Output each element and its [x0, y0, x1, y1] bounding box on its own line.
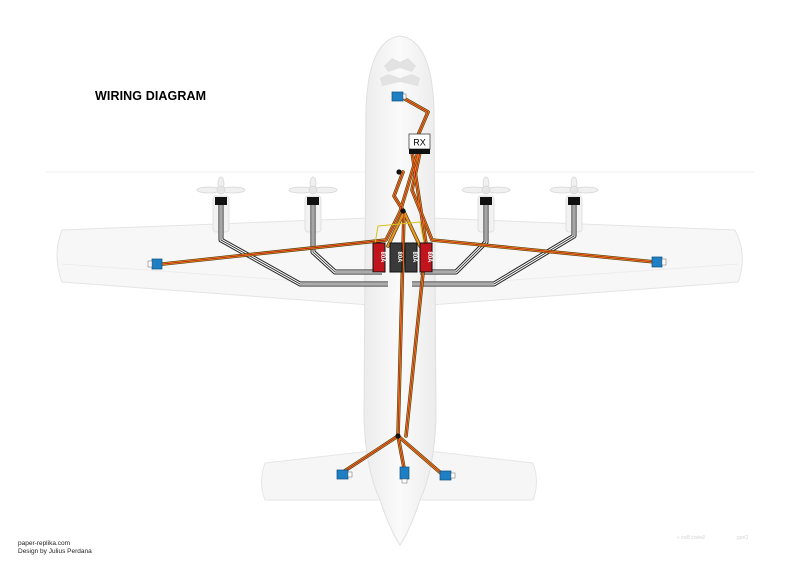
receiver: RX — [408, 133, 431, 154]
page-title: WIRING DIAGRAM — [95, 89, 207, 103]
servo-right-elevator — [439, 470, 456, 481]
esc-body — [404, 242, 418, 273]
propellers — [196, 176, 599, 195]
designer-credit: Design by Julius Perdana — [18, 548, 92, 555]
motor-mounts — [215, 197, 580, 205]
servo-nose — [391, 91, 407, 102]
esc-body — [419, 242, 433, 273]
esc: 80A — [404, 242, 418, 273]
servos — [147, 91, 667, 484]
esc-label: 80A — [411, 251, 417, 263]
cockpit-windows — [380, 58, 420, 86]
faint-label-drag: Drag — [737, 535, 748, 541]
servo-rudder — [399, 466, 410, 484]
servo-left-elevator — [336, 469, 353, 480]
esc: 80A — [389, 242, 403, 273]
esc-group: 80A 80A 80A 80A — [372, 242, 433, 273]
motor-wires — [218, 205, 577, 287]
esc: 80A — [419, 242, 433, 273]
esc: 80A — [372, 242, 386, 273]
esc-body — [389, 242, 403, 273]
wire-junctions — [395, 169, 406, 439]
esc-label: 80A — [426, 251, 432, 263]
receiver-label: RX — [413, 138, 426, 148]
esc-body — [372, 242, 386, 273]
servo-right-aileron — [651, 256, 667, 268]
site-credit: paper-replika.com — [18, 540, 71, 547]
esc-label: 80A — [379, 251, 385, 263]
servo-left-aileron — [147, 258, 163, 270]
faint-label-select: Select Box » — [677, 535, 706, 541]
esc-label: 80A — [396, 251, 402, 263]
